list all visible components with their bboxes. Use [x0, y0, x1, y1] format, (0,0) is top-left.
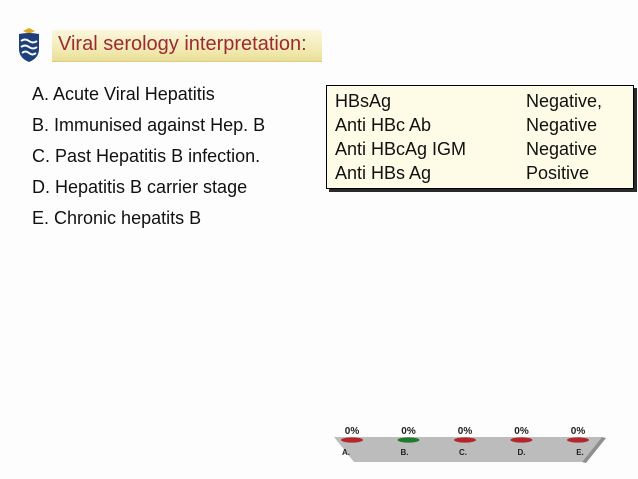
- serology-result: Negative: [526, 139, 598, 159]
- option-b[interactable]: B. Immunised against Hep. B: [32, 113, 265, 144]
- option-text: Acute Viral Hepatitis: [53, 84, 215, 104]
- chart-value-label: 0%: [401, 426, 416, 437]
- option-letter: C.: [32, 146, 50, 166]
- chart-category-label: D.: [518, 448, 526, 457]
- serology-test: Anti HBc Ab: [335, 115, 432, 135]
- chart-value-label: 0%: [345, 426, 360, 437]
- answer-options: A. Acute Viral Hepatitis B. Immunised ag…: [32, 82, 265, 237]
- chart-bar: [510, 437, 533, 443]
- chart-value-label: 0%: [514, 426, 529, 437]
- option-text: Immunised against Hep. B: [54, 115, 266, 135]
- chart-platform: [334, 437, 602, 462]
- serology-result: Negative,: [526, 91, 603, 111]
- option-letter: D.: [32, 177, 50, 197]
- title-bar: Viral serology interpretation:: [52, 30, 322, 62]
- page-title: Viral serology interpretation:: [58, 33, 307, 55]
- option-letter: A.: [32, 84, 50, 104]
- serology-test: Anti HBcAg IGM: [335, 139, 467, 159]
- option-letter: B.: [32, 115, 50, 135]
- chart-category-label: C.: [459, 448, 467, 457]
- option-text: Hepatitis B carrier stage: [55, 177, 248, 197]
- chart-category-label: E.: [576, 448, 584, 457]
- option-a[interactable]: A. Acute Viral Hepatitis: [32, 82, 265, 113]
- chart-value-label: 0%: [571, 426, 586, 437]
- serology-result: Positive: [526, 163, 590, 183]
- option-e[interactable]: E. Chronic hepatits B: [32, 206, 265, 237]
- serology-test: HBsAg: [335, 91, 392, 111]
- option-c[interactable]: C. Past Hepatitis B infection.: [32, 144, 265, 175]
- chart-bar: [454, 437, 476, 443]
- serology-test: Anti HBs Ag: [335, 163, 432, 183]
- chart-platform-edge: [582, 437, 606, 463]
- serology-results-box: HBsAg Negative, Anti HBc Ab Negative Ant…: [326, 85, 634, 189]
- chart-bar: [341, 437, 363, 443]
- chart-category-label: A.: [342, 448, 350, 457]
- chart-value-label: 0%: [458, 426, 473, 437]
- chart-category-label: B.: [401, 448, 409, 457]
- chart-bar: [397, 437, 420, 443]
- option-d[interactable]: D. Hepatitis B carrier stage: [32, 175, 265, 206]
- serology-result: Negative: [526, 115, 598, 135]
- option-text: Chronic hepatits B: [54, 208, 202, 228]
- chart-bar: [567, 437, 589, 443]
- option-text: Past Hepatitis B infection.: [55, 146, 261, 166]
- audience-response-chart: 0% A. 0% B. 0% C. 0% D. 0% E.: [334, 426, 606, 463]
- university-shield-icon: [19, 28, 39, 62]
- option-letter: E.: [32, 208, 50, 228]
